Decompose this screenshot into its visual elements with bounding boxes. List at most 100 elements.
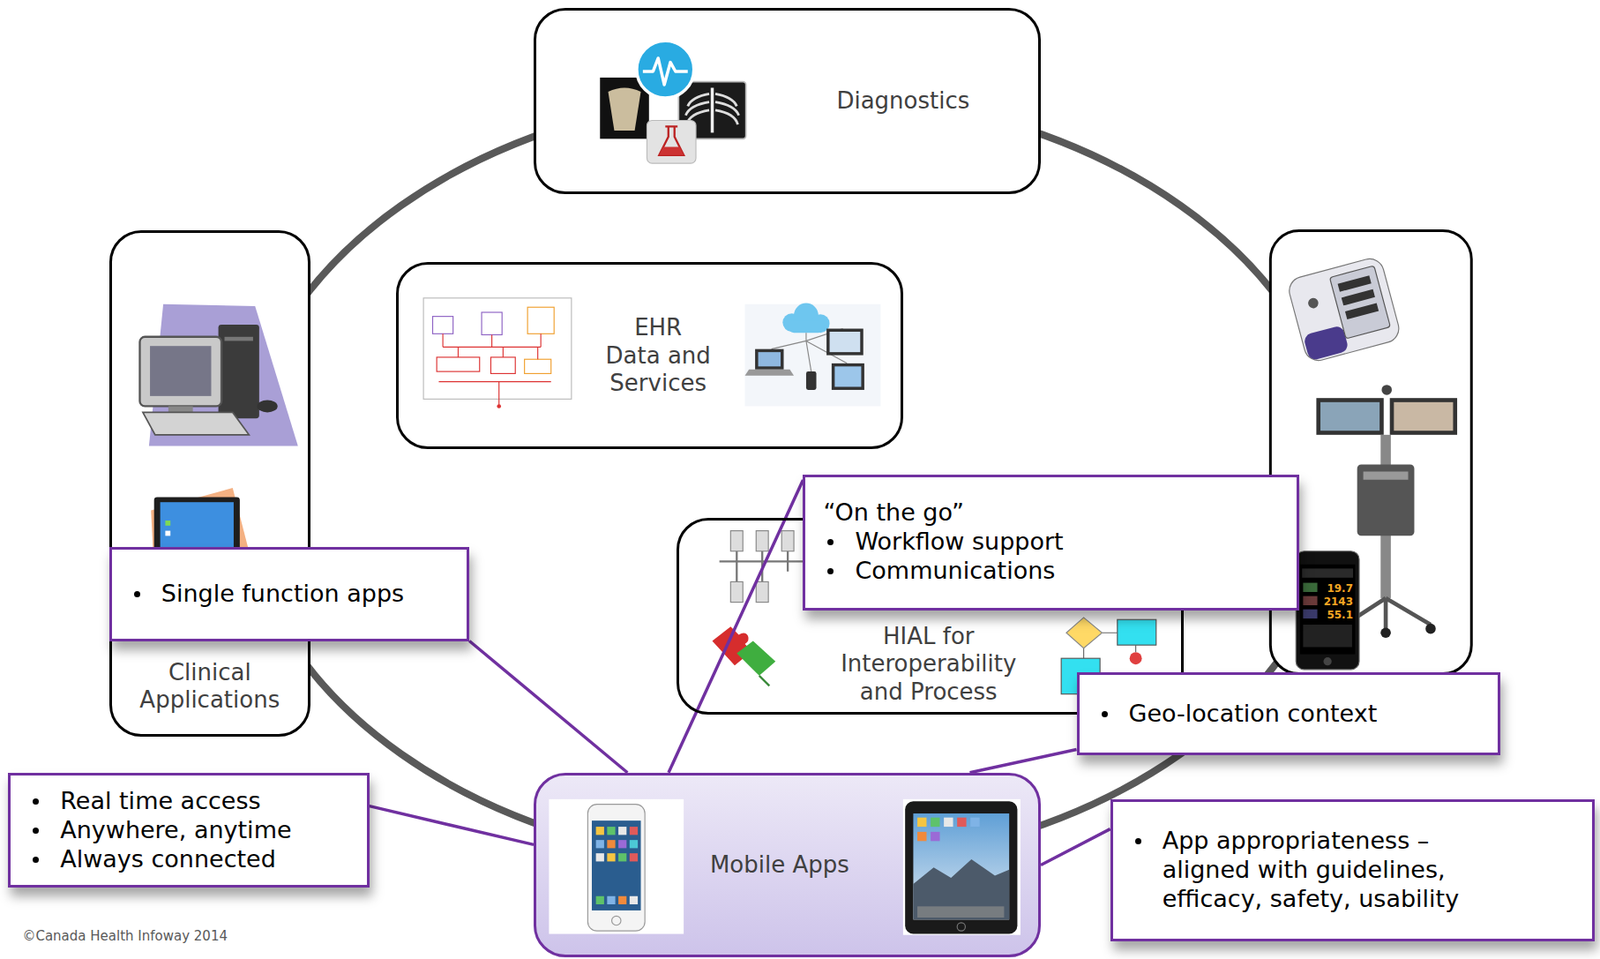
tablet: [164, 520, 171, 526]
iphone-icon: [548, 799, 684, 935]
tablet: [154, 496, 240, 552]
callout-box: Single function apps: [109, 546, 470, 641]
cloud-devices: [806, 371, 817, 390]
bullet-dot: [827, 568, 834, 575]
box-fill: [396, 261, 904, 449]
text-row: “On the go”: [805, 498, 1289, 528]
iphone-icon: [612, 915, 621, 925]
hial-icons: [755, 530, 769, 552]
cloud-devices: [787, 320, 825, 333]
smartphone: [1301, 568, 1354, 577]
bullet-dot: [1135, 837, 1142, 845]
telehealth-cart: [1315, 397, 1384, 435]
smartphone: [1302, 609, 1317, 619]
text-row: Single function apps: [112, 579, 460, 609]
app-box: Mobile Apps: [533, 772, 1041, 958]
text-row: HIAL for Interoperability and Process: [798, 622, 1059, 706]
device-panel: [1270, 230, 1472, 673]
callout-box: App appropriateness – aligned with guide…: [1110, 799, 1596, 942]
telehealth-cart: [1390, 397, 1458, 435]
ipad-icon: [957, 922, 965, 931]
blood-pressure-monitor: [1341, 289, 1376, 307]
ipad-icon: [904, 800, 1017, 934]
iphone-icon: [629, 896, 638, 905]
box-label: EHR Data and Services: [604, 314, 712, 397]
leader-line: [469, 641, 628, 773]
ipad-icon: [930, 817, 940, 827]
iphone-icon: [629, 852, 638, 861]
callout-box: Real time accessAnywhere, anytimeAlways …: [7, 772, 370, 889]
text-row: Mobile Apps: [684, 851, 875, 879]
ipad-icon: [957, 817, 966, 827]
diagnostics-icons: [599, 40, 746, 164]
text-row: Anywhere, anytime: [10, 815, 360, 845]
desktop-computer: [142, 411, 249, 434]
bullet-dot: [134, 590, 141, 598]
ipad-icon: [912, 859, 1010, 920]
iphone-icon: [618, 852, 627, 861]
ehr-schematic: [438, 346, 551, 406]
callout-text: Always connected: [59, 844, 360, 875]
hial-icons: [730, 581, 743, 602]
ipad-icon: [943, 817, 953, 827]
hial-icons: [759, 675, 771, 687]
desktop-computer: [139, 304, 298, 447]
blood-pressure-monitor: [1329, 265, 1391, 339]
process-box: Clinical Applications: [109, 230, 311, 737]
hial-icons: [730, 530, 743, 552]
callout-text: Real time access: [59, 786, 360, 816]
bullet-dot: [32, 827, 39, 834]
hial-icons: [1117, 619, 1157, 645]
bullet-dot: [827, 538, 834, 546]
ehr-schematic: [490, 357, 516, 374]
iphone-icon: [548, 799, 684, 935]
ehr-schematic: [442, 333, 541, 347]
iphone-icon: [606, 839, 615, 848]
bullet-dot: [1101, 710, 1108, 718]
text-row: Geo-location context: [1079, 699, 1491, 729]
copyright-note: ©Canada Health Infoway 2014: [22, 929, 431, 944]
telehealth-cart: [1393, 402, 1453, 431]
telehealth-cart: [1380, 627, 1391, 638]
smartphone: [1302, 583, 1317, 592]
ipad-icon: [903, 799, 1021, 935]
callout-text: Single function apps: [161, 579, 460, 609]
box-label: HIAL for Interoperability and Process: [822, 622, 1035, 706]
desktop-computer: [168, 405, 194, 412]
smartphone: [1300, 564, 1355, 655]
blood-pressure-monitor: [1302, 324, 1349, 361]
cloud-devices: [831, 363, 865, 390]
callout-box: Geo-location context: [1076, 672, 1501, 756]
text-row: Workflow support: [805, 527, 1289, 557]
iphone-icon: [596, 852, 605, 861]
diagnostics-icons: [636, 40, 695, 98]
hial-icons: [1066, 617, 1102, 649]
screen-reading: 55.1: [1300, 609, 1354, 621]
ipad-icon: [917, 831, 927, 841]
callout-text: “On the go”: [822, 498, 1289, 528]
box-label: Mobile Apps: [710, 851, 850, 879]
hial-icons: [1129, 651, 1143, 665]
telehealth-cart: [1320, 402, 1380, 431]
ehr-schematic: [481, 312, 502, 335]
process-box: Diagnostics: [533, 7, 1041, 195]
label-holder: ©Canada Health Infoway 2014: [22, 929, 431, 944]
ipad-icon: [903, 799, 1021, 935]
blood-pressure-monitor: [1285, 255, 1402, 364]
smartphone: [1323, 657, 1331, 666]
telehealth-cart: [1425, 623, 1436, 635]
text-row: App appropriateness – aligned with guide…: [1113, 826, 1586, 914]
label-holder: 19.7: [1300, 583, 1354, 595]
iphone-icon: [629, 826, 638, 835]
hial-icons: [736, 641, 776, 676]
ehr-schematic: [433, 316, 454, 335]
iphone-icon: [629, 839, 638, 848]
leader-line: [970, 749, 1077, 773]
blood-pressure-monitor: [1285, 255, 1402, 364]
telehealth-cart: [1357, 463, 1415, 536]
diagnostics-icons: [710, 87, 714, 133]
callout-text: Workflow support: [854, 527, 1289, 557]
desktop-computer: [218, 324, 260, 419]
